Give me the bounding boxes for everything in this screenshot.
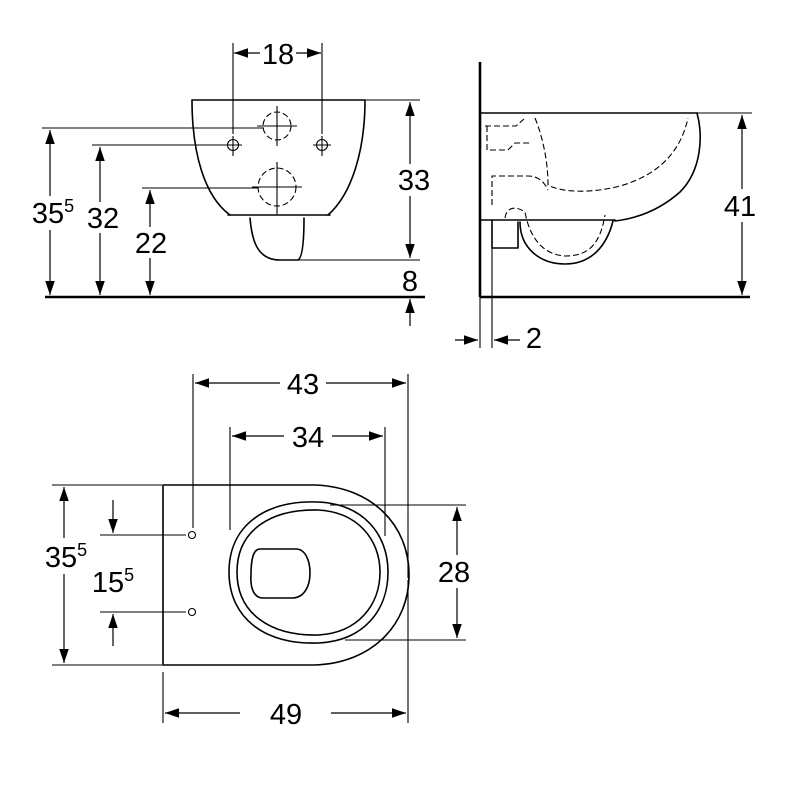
dim-49-label: 49 <box>270 699 302 731</box>
dim-41-label: 41 <box>724 191 756 223</box>
dim-35-5-plan-main: 35 <box>45 542 77 574</box>
plan-seat-outer <box>228 501 389 644</box>
front-bowl-left-side <box>191 99 231 216</box>
dimension-34: 34 <box>232 422 383 454</box>
front-bowl-right-side <box>327 99 366 216</box>
front-right-bolt-hole <box>313 136 331 156</box>
dimension-33: 33 <box>398 102 430 258</box>
plan-bolt-hole-upper <box>187 530 197 540</box>
dim-15-5-label: 155 <box>92 565 134 599</box>
plan-bolt-hole-lower <box>187 607 197 617</box>
plan-bowl-opening <box>250 548 311 599</box>
dimension-8: 8 <box>402 266 418 326</box>
dimension-43: 43 <box>195 369 406 401</box>
dimension-35-5-front: 355 <box>32 130 74 295</box>
dim-8-label: 8 <box>402 266 418 298</box>
dim-43-label: 43 <box>287 369 319 401</box>
front-left-bolt-hole <box>224 136 242 156</box>
dim-35-5-front-main: 35 <box>32 198 64 230</box>
side-hidden-back-channel <box>491 175 549 205</box>
front-upper-outlet-hole <box>257 106 297 146</box>
dim-35-5-plan-label: 355 <box>45 540 87 574</box>
dimension-22: 22 <box>135 190 167 295</box>
dimension-49: 49 <box>165 699 406 731</box>
front-lower-outlet-hole <box>252 162 302 214</box>
side-hidden-rim <box>485 118 525 127</box>
dimension-18: 18 <box>234 39 321 71</box>
plan-outer-outline <box>162 484 410 666</box>
dimension-35-5-plan: 355 <box>45 487 87 663</box>
dimension-15-5: 155 <box>92 500 134 646</box>
dim-34-label: 34 <box>292 422 324 454</box>
side-hidden-bowl-interior <box>534 117 689 192</box>
dim-28-label: 28 <box>438 557 470 589</box>
dim-35-5-front-sup: 5 <box>64 196 74 216</box>
dim-35-5-front-label: 355 <box>32 196 74 230</box>
side-view: 41 2 <box>455 62 756 355</box>
side-bowl-lower-bulge <box>519 220 614 265</box>
dimension-32: 32 <box>87 147 119 295</box>
plan-view: 43 34 28 355 155 49 <box>45 369 470 731</box>
dimension-28: 28 <box>438 507 470 638</box>
dimension-2: 2 <box>455 323 542 355</box>
front-bowl-foot <box>249 217 305 261</box>
side-mount-block <box>491 219 519 249</box>
dim-35-5-plan-sup: 5 <box>77 540 87 560</box>
dim-22-label: 22 <box>135 228 167 260</box>
side-bowl-front-curve <box>614 112 701 222</box>
dimension-41: 41 <box>724 115 756 295</box>
dim-32-label: 32 <box>87 203 119 235</box>
side-hidden-inlet <box>486 126 530 151</box>
dim-15-5-sup: 5 <box>124 565 134 585</box>
front-view: 18 33 8 355 32 22 <box>32 39 430 326</box>
dim-33-label: 33 <box>398 165 430 197</box>
dim-2-label: 2 <box>526 323 542 355</box>
dim-15-5-main: 15 <box>92 567 124 599</box>
dim-18-label: 18 <box>262 39 294 71</box>
plan-seat-inner <box>236 509 381 636</box>
side-hidden-trap <box>504 207 606 257</box>
